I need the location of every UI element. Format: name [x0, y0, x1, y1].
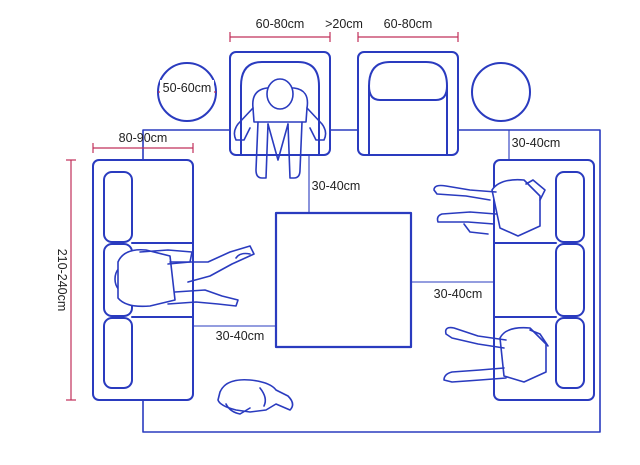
label-sofa-depth: 80-90cm	[119, 131, 168, 145]
reclining-person-icon	[114, 245, 255, 308]
dimension-line-armchair-width-right	[357, 32, 459, 42]
dimension-line-armchair-width-left	[229, 32, 331, 42]
dimension-line-sofa-depth	[92, 143, 194, 153]
seated-person-icon	[233, 78, 327, 179]
label-armchair-width-left: 60-80cm	[256, 17, 305, 31]
label-right-sofa-to-table-top: 30-40cm	[512, 136, 561, 150]
label-side-table-diameter: 50-60cm	[163, 81, 212, 95]
label-table-to-right-sofa: 30-40cm	[434, 287, 483, 301]
sleeping-dog-icon	[217, 378, 294, 415]
label-armchair-width-right: 60-80cm	[384, 17, 433, 31]
right-armchair	[357, 51, 459, 156]
dimension-line-sofa-length	[66, 159, 76, 401]
label-left-sofa-to-table: 30-40cm	[216, 329, 265, 343]
label-armchair-to-table: 30-40cm	[312, 179, 361, 193]
seated-person-icon	[433, 178, 546, 237]
coffee-table	[274, 211, 413, 349]
seated-person-icon	[443, 326, 549, 383]
side-table-right	[471, 62, 531, 122]
label-sofa-length: 210-240cm	[55, 249, 69, 312]
label-armchair-gap: >20cm	[325, 17, 363, 31]
